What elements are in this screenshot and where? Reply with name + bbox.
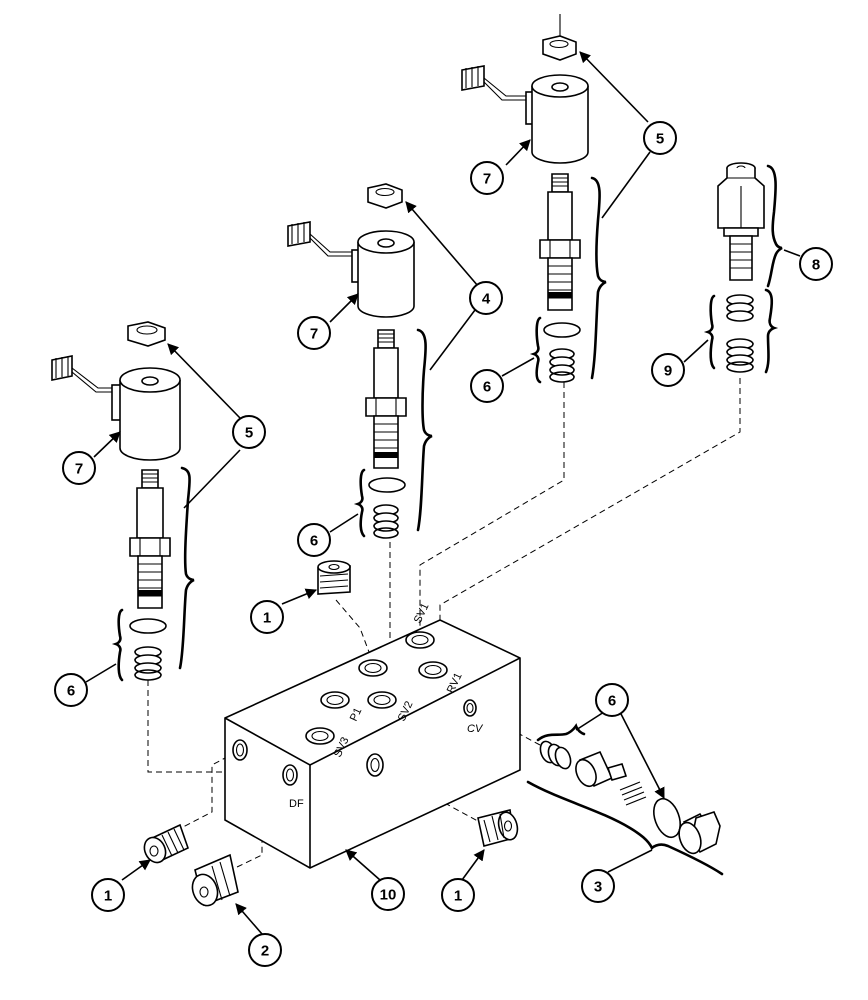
svg-text:5: 5	[245, 425, 253, 442]
svg-text:4: 4	[482, 291, 491, 308]
callout-5-right: 5	[643, 121, 677, 155]
callout-6-middle: 6	[297, 523, 331, 557]
check-valve-assembly	[539, 740, 721, 855]
leader-lines	[85, 51, 801, 935]
callout-1-upper: 1	[250, 600, 284, 634]
svg-text:3: 3	[594, 879, 602, 896]
svg-text:6: 6	[67, 683, 75, 700]
svg-text:9: 9	[664, 363, 672, 380]
callout-4: 4	[469, 281, 503, 315]
port-df	[282, 764, 298, 786]
port-sv3	[305, 727, 335, 745]
port-cv	[463, 699, 477, 717]
svg-text:7: 7	[75, 461, 83, 478]
callout-9: 9	[651, 353, 685, 387]
plug-1-lower-right	[477, 809, 519, 847]
callout-2: 2	[248, 933, 282, 967]
svg-text:6: 6	[483, 379, 491, 396]
callout-6-check: 6	[595, 683, 629, 717]
svg-text:2: 2	[261, 943, 269, 960]
port-left-side	[232, 739, 248, 761]
callout-1-lower-right: 1	[441, 878, 475, 912]
port-unlabeled	[358, 659, 388, 677]
svg-text:1: 1	[263, 610, 271, 627]
port-sv1	[405, 631, 435, 649]
port-front	[366, 753, 384, 777]
callout-1-lower-left: 1	[91, 878, 125, 912]
port-sv2	[367, 691, 397, 709]
svg-text:8: 8	[812, 257, 820, 274]
plug-2	[191, 853, 239, 907]
callout-10: 10	[371, 877, 405, 911]
port-p1	[320, 691, 350, 709]
svg-text:1: 1	[104, 888, 112, 905]
manifold-block: SV1 P1 SV2 RV1 SV3 CV DF	[224, 601, 521, 869]
callout-3: 3	[581, 869, 615, 903]
svg-text:1: 1	[454, 888, 462, 905]
svg-text:10: 10	[380, 887, 397, 904]
callout-6-right: 6	[470, 369, 504, 403]
port-label-df: DF	[289, 798, 304, 810]
svg-text:6: 6	[608, 693, 616, 710]
solenoid-valve-right	[461, 14, 589, 383]
callout-5-left: 5	[232, 415, 266, 449]
svg-text:7: 7	[310, 326, 318, 343]
braces	[111, 164, 783, 876]
solenoid-valve-left	[51, 321, 181, 681]
port-label-p1: P1	[348, 706, 365, 723]
solenoid-valve-middle	[287, 183, 415, 539]
callout-6-left: 6	[54, 673, 88, 707]
port-label-cv: CV	[467, 723, 484, 735]
callout-7-left: 7	[62, 451, 96, 485]
svg-text:7: 7	[483, 171, 491, 188]
svg-text:5: 5	[656, 131, 664, 148]
svg-text:6: 6	[310, 533, 318, 550]
plug-1-lower-left	[143, 823, 189, 864]
callout-7-right: 7	[470, 161, 504, 195]
port-rv1	[418, 661, 448, 679]
relief-valve	[717, 162, 765, 373]
port-label-sv1: SV1	[412, 601, 432, 625]
callout-7-middle: 7	[297, 316, 331, 350]
callout-8: 8	[799, 247, 833, 281]
plug-1-upper	[317, 560, 351, 595]
